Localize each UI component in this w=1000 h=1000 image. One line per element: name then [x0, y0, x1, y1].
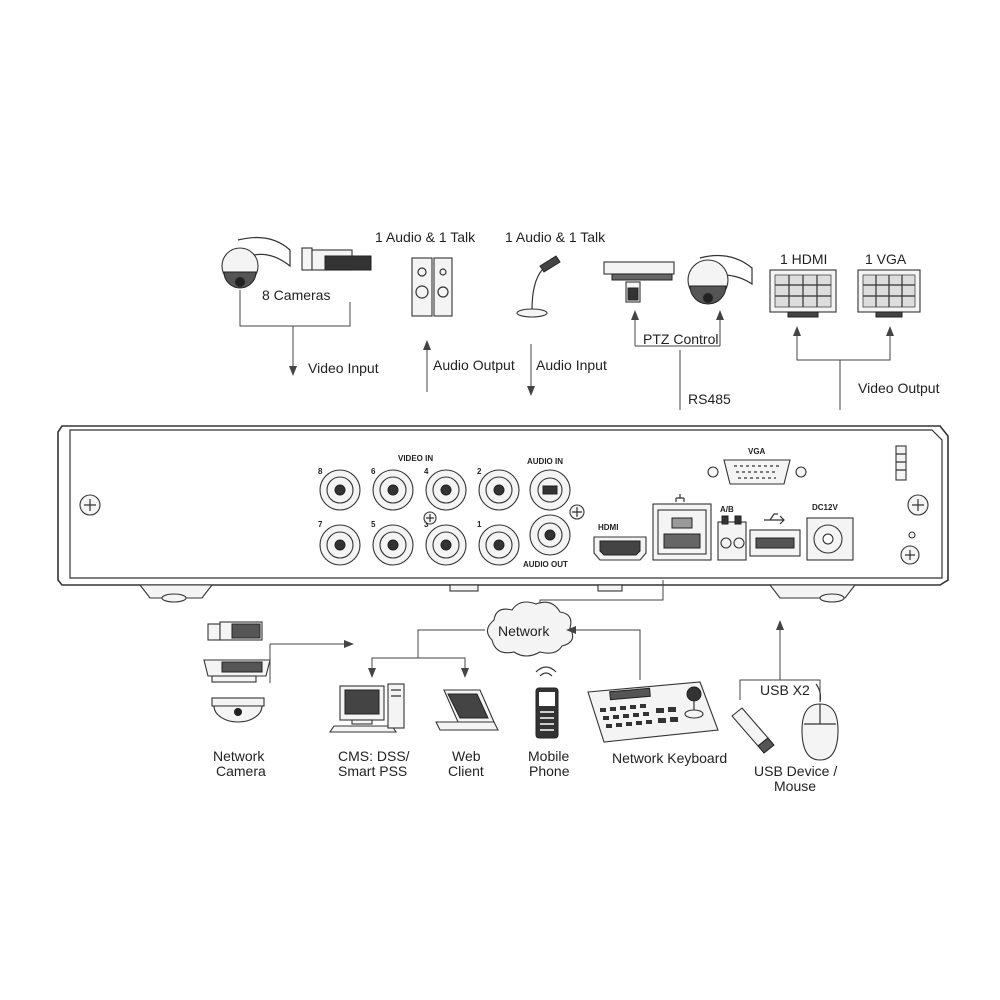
svg-text:4: 4 [424, 467, 429, 476]
mouse-icon [801, 683, 839, 761]
usb-device-label-2: Mouse [774, 778, 816, 794]
network-branch-left [371, 629, 485, 672]
web-client-label-1: Web [452, 748, 481, 764]
network-icon [675, 494, 685, 502]
box-camera-icon [301, 247, 372, 271]
cms-label-1: CMS: DSS/ [338, 748, 410, 764]
usb-flash-drive-icon [731, 707, 775, 754]
audio-in-port[interactable] [529, 469, 571, 511]
mobile-phone-label-1: Mobile [528, 748, 569, 764]
network-box-camera-icon [203, 659, 271, 683]
svg-text:8: 8 [318, 467, 323, 476]
network-dome-camera-icon [211, 697, 265, 723]
usb-x2-label: USB X2 [760, 682, 810, 698]
usb-port[interactable] [749, 529, 801, 557]
svg-text:2: 2 [477, 467, 482, 476]
vga-port[interactable] [707, 459, 807, 485]
audio-output-label: Audio Output [433, 357, 515, 373]
bnc-port-2[interactable]: 2 [477, 467, 520, 511]
ptz-control-label: PTZ Control [643, 331, 718, 347]
svg-text:3: 3 [424, 520, 429, 529]
desktop-computer-icon [328, 683, 405, 733]
audio-talk-label-1: 1 Audio & 1 Talk [375, 229, 476, 245]
rs485-label: RS485 [688, 391, 731, 407]
audio-talk-label-2: 1 Audio & 1 Talk [505, 229, 606, 245]
ab-port-label: A/B [720, 505, 734, 514]
hdmi-monitor-icon [769, 269, 837, 318]
bnc-port-1[interactable]: 1 [477, 520, 520, 566]
usb-icon [764, 513, 785, 525]
network-bullet-camera-icon [207, 621, 263, 641]
video-input-label: Video Input [308, 360, 379, 376]
audio-in-label: AUDIO IN [527, 457, 563, 466]
cms-label-2: Smart PSS [338, 763, 407, 779]
network-cloud-icon[interactable]: Network [486, 601, 574, 657]
mobile-phone-label-2: Phone [529, 763, 570, 779]
video-output-bracket [796, 330, 891, 361]
bnc-port-6[interactable]: 6 [371, 467, 414, 511]
ground-screw-icon [423, 511, 437, 525]
dvr-rear-panel [57, 425, 949, 603]
laptop-icon [435, 689, 499, 731]
bnc-port-3[interactable]: 3 [424, 520, 467, 566]
ptz-speed-dome-icon [687, 255, 753, 305]
network-label: Network [498, 623, 550, 639]
web-client-label-2: Client [448, 763, 484, 779]
network-keyboard-icon [587, 681, 719, 743]
mobile-phone-icon [535, 666, 559, 739]
ptz-ceiling-camera-icon [603, 261, 675, 303]
rj45-port[interactable] [652, 503, 712, 561]
vga-port-label: VGA [748, 447, 766, 456]
svg-text:6: 6 [371, 467, 376, 476]
audio-out-label: AUDIO OUT [523, 560, 568, 569]
cameras-bracket [239, 290, 351, 327]
ground-terminal-icon [569, 504, 585, 520]
bnc-port-7[interactable]: 7 [318, 520, 361, 566]
svg-text:1: 1 [477, 520, 482, 529]
dc12v-label: DC12V [812, 503, 838, 512]
bnc-port-8[interactable]: 8 [318, 467, 361, 511]
keyboard-to-network-line [572, 629, 641, 680]
rs485-terminal[interactable] [717, 515, 747, 561]
speaker-icon [411, 257, 453, 317]
hdmi-label: 1 HDMI [780, 251, 827, 267]
audio-input-label: Audio Input [536, 357, 607, 373]
network-camera-label-1: Network [213, 748, 265, 764]
dc-power-port[interactable] [806, 517, 854, 561]
vga-label: 1 VGA [865, 251, 907, 267]
vga-monitor-icon [857, 269, 921, 318]
bnc-port-5[interactable]: 5 [371, 520, 414, 566]
bnc-port-4[interactable]: 4 [424, 467, 467, 511]
video-output-label: Video Output [858, 380, 940, 396]
usb-device-label-1: USB Device / [754, 763, 837, 779]
svg-text:5: 5 [371, 520, 376, 529]
cameras-label: 8 Cameras [262, 287, 330, 303]
hdmi-port[interactable] [593, 536, 647, 561]
video-in-label: VIDEO IN [398, 454, 433, 463]
hdmi-port-label: HDMI [598, 523, 618, 532]
svg-text:7: 7 [318, 520, 323, 529]
audio-out-port[interactable] [529, 514, 571, 556]
microphone-icon [516, 255, 561, 318]
network-camera-label-2: Camera [216, 763, 266, 779]
ptz-dome-camera-icon [221, 237, 291, 289]
network-branch-web [418, 657, 466, 672]
network-keyboard-label: Network Keyboard [612, 750, 727, 766]
